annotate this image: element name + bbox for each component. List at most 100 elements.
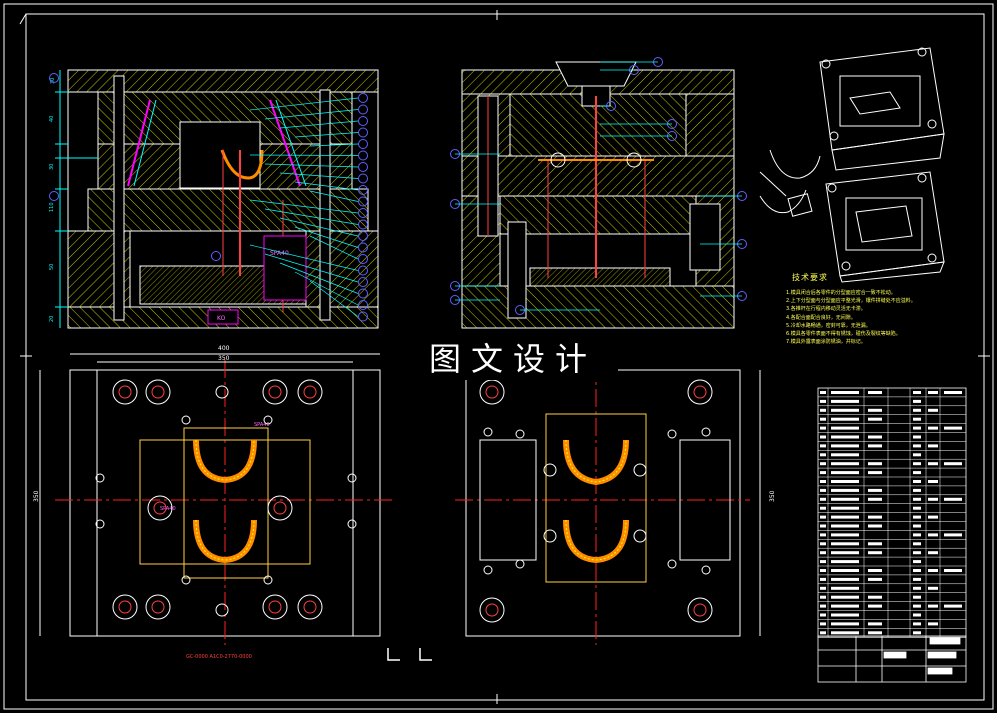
hole-circle — [145, 594, 171, 620]
leader-line — [294, 181, 359, 191]
hole-circle — [543, 529, 557, 543]
plan-core-label-2: SPA40 — [160, 506, 176, 512]
bom-cell-mark — [831, 480, 859, 483]
bom-cell-mark — [820, 542, 826, 546]
bom-cell-mark — [831, 462, 859, 466]
hole-circle — [297, 379, 323, 405]
bom-cell-mark — [868, 631, 882, 635]
bom-cell-mark — [868, 622, 882, 626]
bom-cell-mark — [831, 515, 859, 519]
bom-cell-mark — [913, 569, 921, 572]
hole-circle — [112, 379, 138, 405]
leader-line — [279, 262, 359, 294]
leader-line — [279, 120, 359, 129]
part-balloon — [358, 162, 368, 172]
bom-cell-mark — [913, 524, 921, 528]
hole-circle — [268, 600, 282, 614]
bom-cell-mark — [913, 408, 921, 412]
bom-cell-mark — [928, 391, 938, 394]
bom-cell-mark — [831, 399, 859, 403]
part-balloon — [211, 251, 221, 261]
part-balloon — [358, 139, 368, 149]
part-balloon — [358, 104, 368, 115]
front-ko-label: KO — [217, 315, 226, 322]
part-balloon — [358, 116, 368, 126]
hole-circle — [263, 415, 273, 425]
front-core-label: SPA40 — [270, 250, 289, 257]
bom-cell-mark — [928, 551, 938, 555]
hole-circle — [262, 379, 288, 405]
bom-cell-mark — [831, 595, 859, 599]
bom-cell-mark — [820, 586, 826, 590]
hole-circle — [483, 565, 493, 575]
hole-circle — [153, 501, 167, 515]
bom-cell-mark — [868, 595, 882, 599]
leader-line — [279, 172, 359, 179]
bom-cell-mark — [868, 577, 882, 581]
bom-cell-mark — [868, 444, 882, 448]
hole-circle — [262, 594, 288, 620]
title-block — [817, 635, 967, 683]
leader-line — [249, 244, 359, 271]
part-balloon — [358, 231, 368, 241]
hole-circle — [633, 463, 647, 477]
bom-cell-mark — [928, 515, 938, 519]
part-balloon — [358, 311, 368, 322]
bom-cell-mark — [831, 631, 859, 635]
bom-cell-mark — [913, 435, 921, 439]
bom-cell-mark — [831, 542, 859, 546]
leader-line — [294, 271, 359, 306]
bom-cell-mark — [831, 488, 859, 492]
front-section-view: SPA40 KO 30 40 30 110 50 20 — [49, 69, 379, 329]
bom-cell-mark — [831, 524, 859, 528]
bom-cell-mark — [831, 560, 859, 564]
bom-cell-mark — [928, 462, 938, 466]
hole-circle — [515, 559, 525, 569]
hole-circle — [347, 473, 357, 483]
bom-cell-mark — [831, 471, 859, 475]
hole-circle — [118, 600, 132, 614]
bom-cell-mark — [868, 542, 882, 546]
bom-cell-mark — [831, 586, 859, 590]
bom-cell-mark — [913, 595, 921, 599]
notes-line: 1.模具闭合后各零件的分型面应密合一致不松动。 — [786, 290, 896, 296]
part-balloon — [358, 208, 368, 218]
fixed-half-plan-view: 350 — [455, 360, 776, 645]
bom-cell-mark — [820, 604, 826, 608]
leader-line — [264, 208, 359, 225]
bom-cell-mark — [868, 391, 882, 394]
hole-circle — [95, 519, 105, 529]
isometric-part-render — [759, 149, 821, 217]
side-section-view — [450, 57, 747, 329]
bom-cell-mark — [913, 586, 921, 590]
hole-circle — [151, 600, 165, 614]
notes-line: 4.各配合面配合良好，无间隙。 — [786, 314, 856, 321]
view-arrow-symbols — [387, 648, 432, 661]
part-balloon — [358, 254, 368, 264]
notes-line: 2.上下分型面与分型面应平整光滑，镶件拼缝处不应溢料。 — [786, 298, 916, 305]
bom-cell-mark — [944, 533, 962, 537]
hole-circle — [479, 379, 505, 405]
bom-cell-mark — [868, 435, 882, 439]
bom-cell-mark — [820, 515, 826, 519]
leader-line — [249, 97, 359, 111]
bom-cell-mark — [868, 417, 882, 421]
notes-line: 7.模具外露表面涂防锈油，并标记。 — [786, 339, 866, 346]
bom-cell-mark — [820, 533, 826, 537]
bom-cell-mark — [913, 417, 921, 421]
hole-circle — [693, 385, 707, 399]
hole-circle — [485, 603, 499, 617]
part-balloon — [358, 242, 368, 253]
hole-circle — [297, 594, 323, 620]
bom-cell-mark — [913, 613, 921, 617]
bom-cell-mark — [928, 444, 938, 448]
hole-circle — [687, 597, 713, 623]
part-balloon — [49, 191, 59, 201]
notes-line: 5.冷却水路畅通，密封可靠，无泄漏。 — [786, 322, 871, 329]
bom-cell-mark — [944, 426, 962, 430]
bom-cell-mark — [820, 631, 826, 635]
bom-cell-mark — [944, 497, 962, 501]
leader-line — [249, 199, 359, 214]
bom-cell-mark — [868, 471, 882, 475]
plan-width-inner: 350 — [218, 355, 230, 362]
